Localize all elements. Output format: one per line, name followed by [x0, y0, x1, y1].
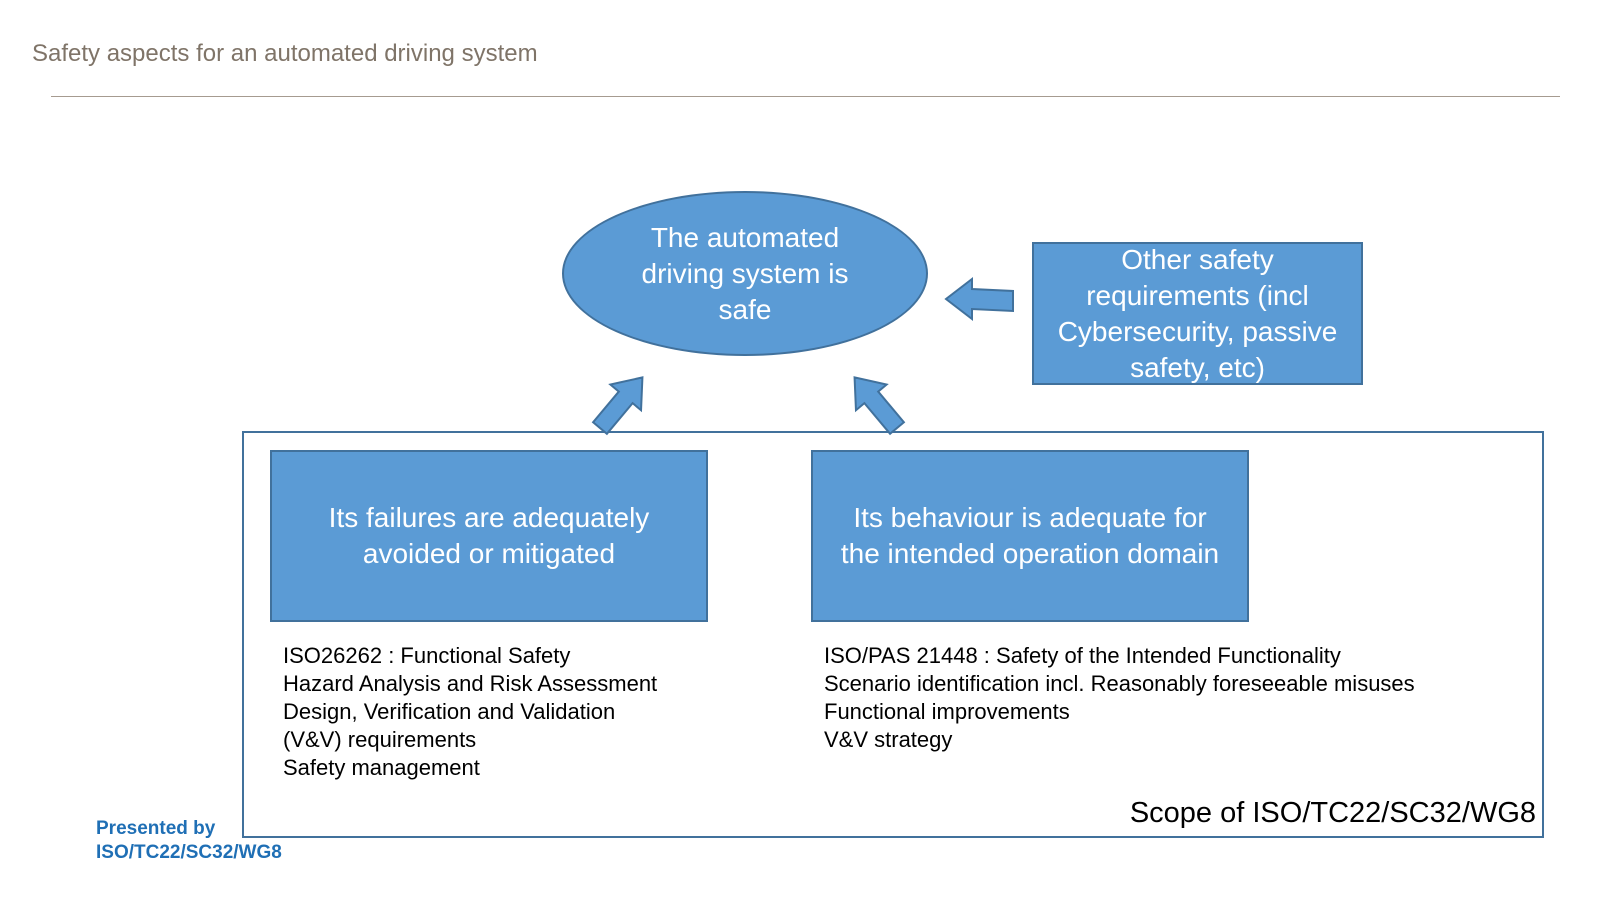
presented-label: Presented by — [96, 818, 216, 839]
slide-title: Safety aspects for an automated driving … — [32, 40, 538, 67]
failures-note-5: Safety management — [283, 755, 480, 780]
behaviour-notes: ISO/PAS 21448 : Safety of the Intended F… — [824, 642, 1415, 754]
behaviour-text: Its behaviour is adequate for the intend… — [840, 502, 1220, 569]
title-divider — [51, 96, 1560, 97]
behaviour-box: Its behaviour is adequate for the intend… — [811, 450, 1249, 622]
goal-ellipse: The automated driving system is safe — [562, 191, 928, 356]
other-requirements-text: Other safety requirements (incl Cybersec… — [1057, 243, 1338, 383]
presented-by: Presented by ISO/TC22/SC32/WG8 — [96, 817, 282, 865]
failures-box: Its failures are adequately avoided or m… — [270, 450, 708, 622]
behaviour-note-3: Functional improvements — [824, 699, 1070, 724]
arrow-behaviour-to-goal — [853, 376, 906, 436]
other-requirements-box: Other safety requirements (incl Cybersec… — [1032, 242, 1363, 385]
failures-note-1: ISO26262 : Functional Safety — [283, 643, 571, 668]
goal-text: The automated driving system is safe — [641, 221, 849, 325]
failures-note-3: Design, Verification and Validation — [283, 699, 616, 724]
presented-org: ISO/TC22/SC32/WG8 — [96, 842, 282, 863]
behaviour-note-4: V&V strategy — [824, 727, 953, 752]
behaviour-note-2: Scenario identification incl. Reasonably… — [824, 671, 1415, 696]
failures-note-2: Hazard Analysis and Risk Assessment — [283, 671, 658, 696]
scope-label: Scope of ISO/TC22/SC32/WG8 — [1129, 797, 1536, 829]
failures-notes: ISO26262 : Functional Safety Hazard Anal… — [283, 642, 657, 782]
arrow-other-to-goal — [944, 276, 1014, 322]
arrow-failures-to-goal — [591, 376, 644, 436]
behaviour-note-1: ISO/PAS 21448 : Safety of the Intended F… — [824, 643, 1341, 668]
failures-text: Its failures are adequately avoided or m… — [328, 502, 650, 569]
failures-note-4: (V&V) requirements — [283, 727, 477, 752]
